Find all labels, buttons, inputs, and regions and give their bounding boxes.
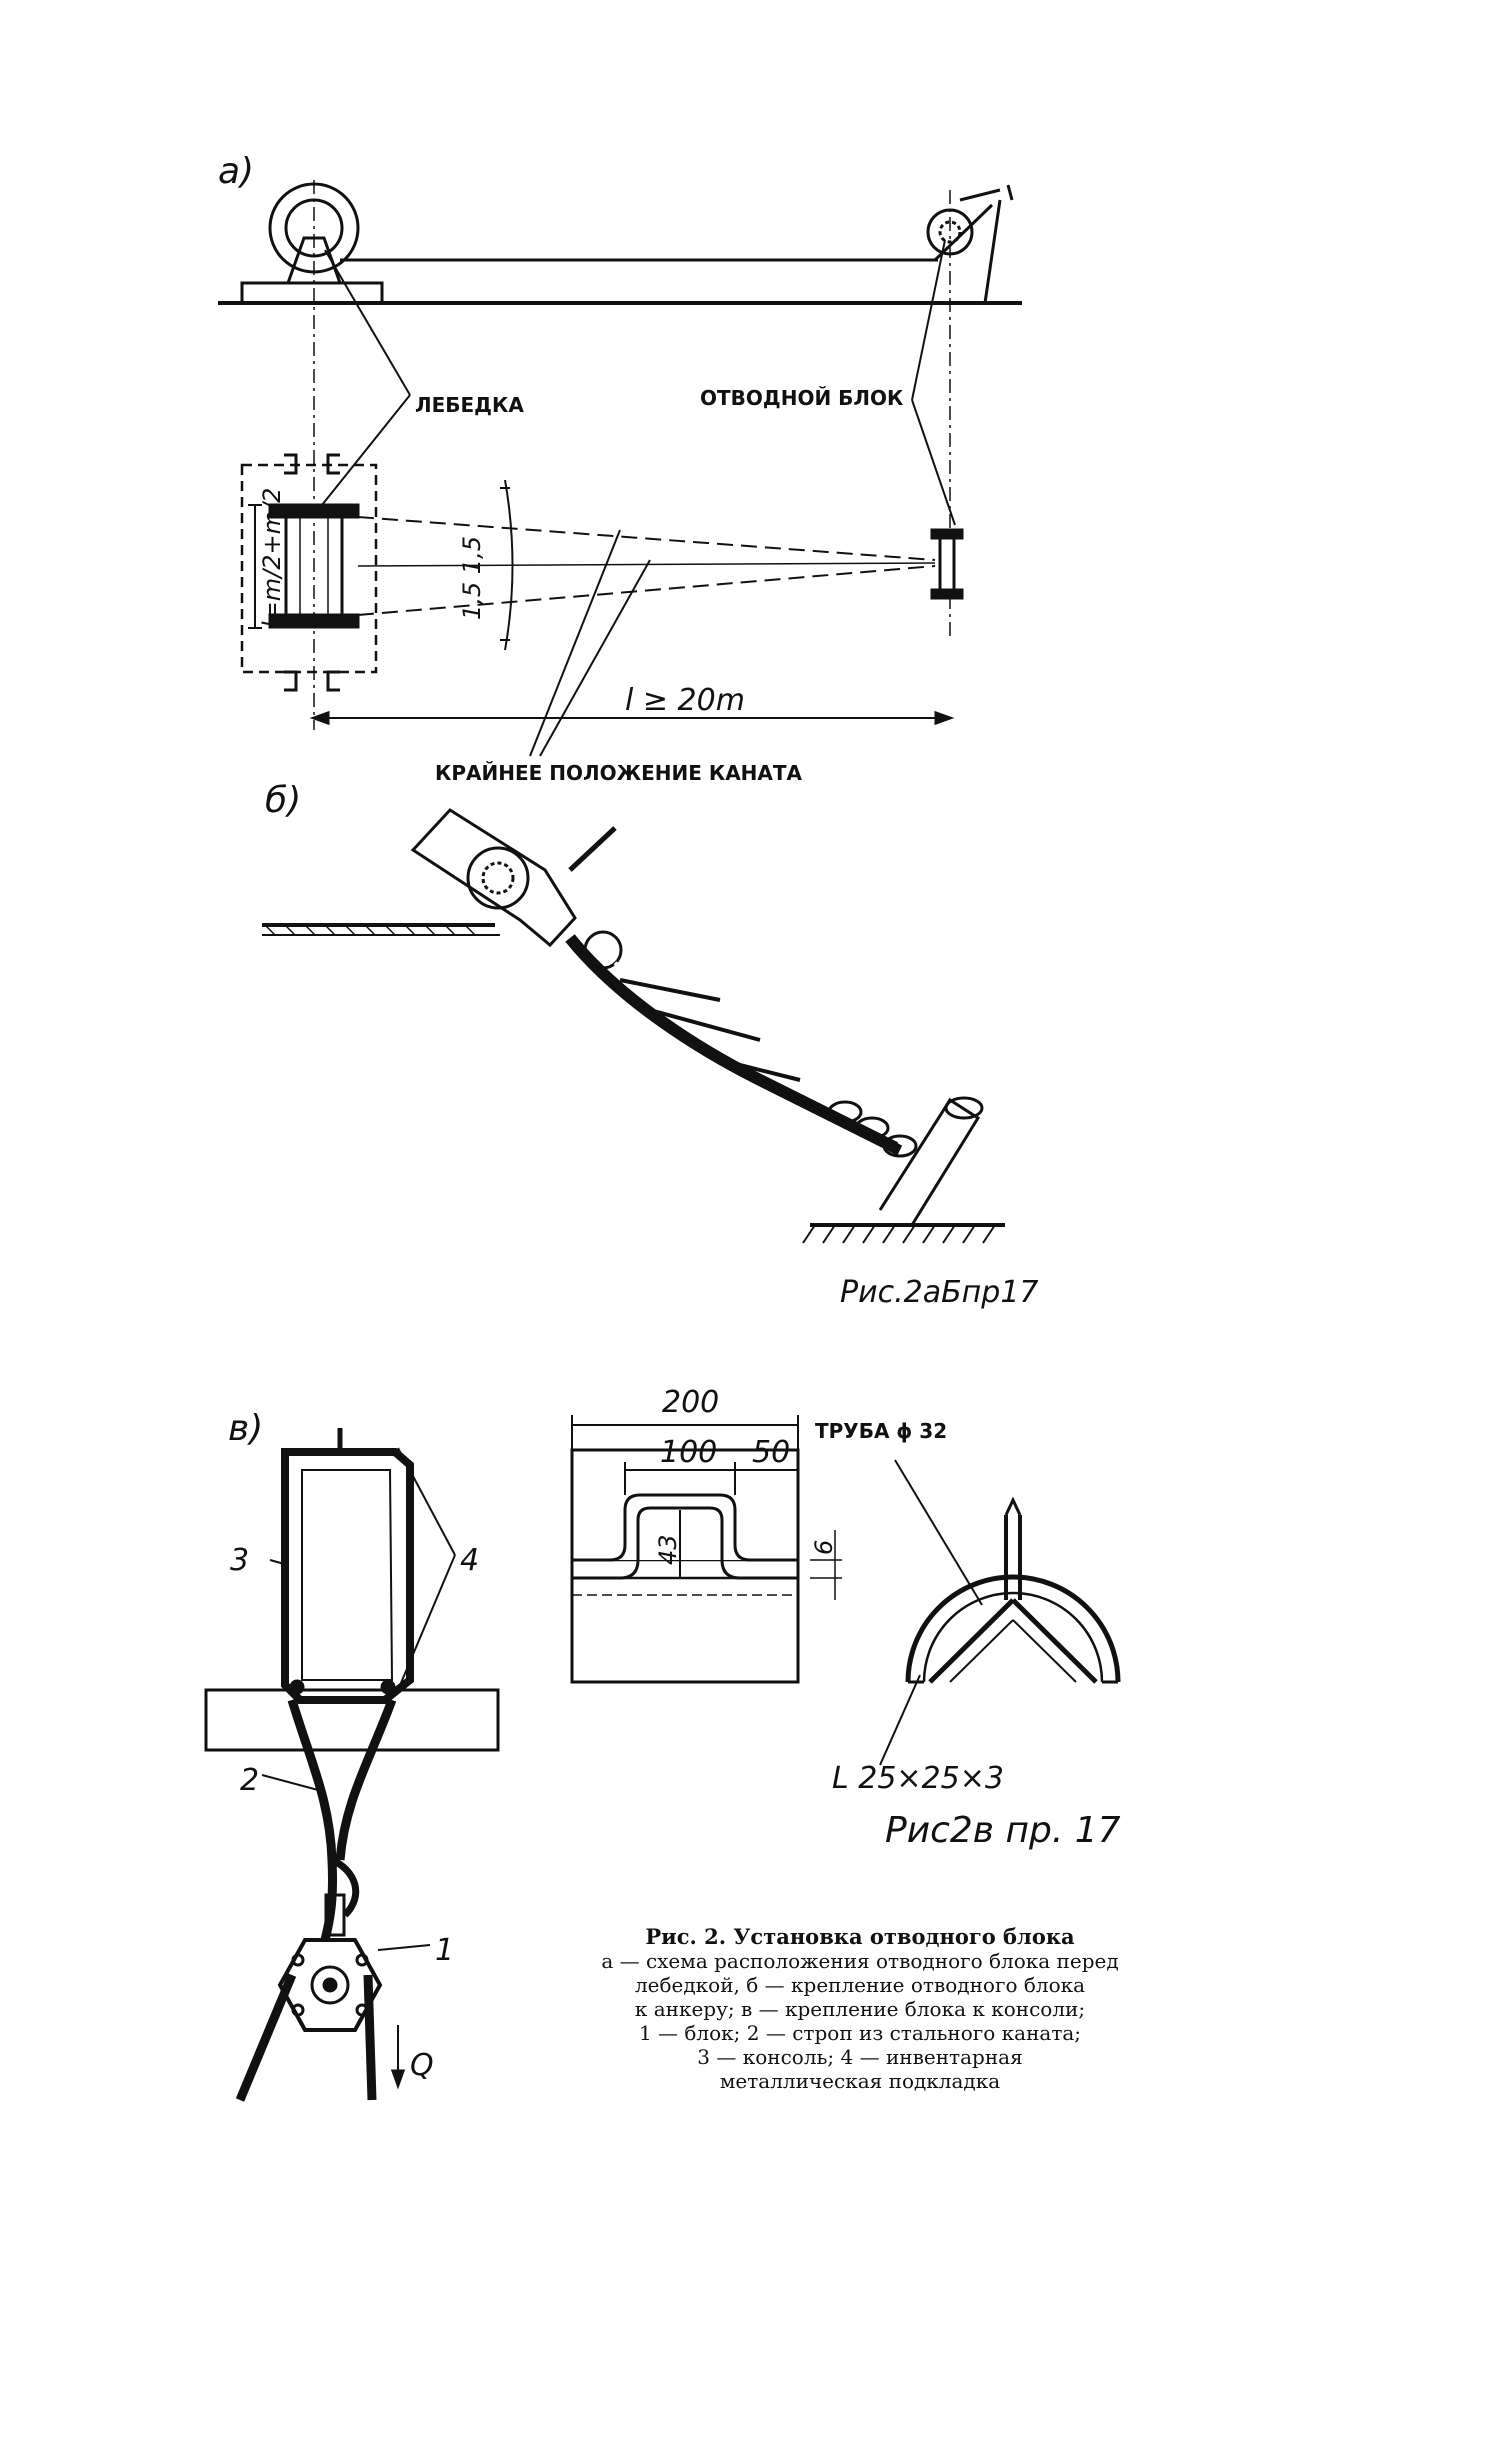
- fig-a-axes: [313, 180, 951, 730]
- fig-b-anchor-detail: [262, 808, 1005, 1244]
- caption-line: а — схема расположения отводного блока п…: [601, 1949, 1119, 1973]
- caption-line: 1 — блок; 2 — строп из стального каната;: [638, 2021, 1082, 2045]
- label-console-number: 3: [230, 1543, 249, 1578]
- caption-title: Рис. 2. Установка отводного блока: [645, 1924, 1075, 1949]
- fig-v-pad-profile: [570, 1415, 842, 1684]
- rope-extreme-label: КРАЙНЕЕ ПОЛОЖЕНИЕ КАНАТА: [435, 761, 803, 785]
- fig-v-console-detail: [204, 1428, 500, 2102]
- label-sling-number: 2: [240, 1763, 259, 1798]
- pipe-label: ТРУБА ϕ 32: [815, 1419, 947, 1443]
- fig-v-reference: Рис2в пр. 17: [885, 1810, 1121, 1851]
- dim-6: 6: [810, 1540, 838, 1555]
- drum-dimension: l=m/2+m/2: [258, 488, 286, 628]
- label-pad-number: 4: [460, 1543, 479, 1578]
- dim-100: 100: [660, 1435, 717, 1470]
- angle-steel-label: L 25×25×3: [832, 1761, 1004, 1796]
- dim-43: 43: [654, 1534, 682, 1565]
- caption-line: лебедкой, б — крепление отводного блока: [634, 1973, 1086, 1997]
- diverter-block-label: ОТВОДНОЙ БЛОК: [700, 386, 904, 410]
- fig-a-plan-view: [240, 239, 964, 757]
- figure-caption: Рис. 2. Установка отводного блока а — сх…: [500, 1924, 1220, 2094]
- winch-label: ЛЕБЕДКА: [415, 393, 524, 417]
- length-dimension: l ≥ 20m: [625, 683, 745, 718]
- dim-200: 200: [662, 1385, 719, 1420]
- fig-v-marker: в): [228, 1408, 263, 1449]
- caption-line: 3 — консоль; 4 — инвентарная: [697, 2045, 1023, 2069]
- fig-v-pipe-section: [879, 1459, 1121, 1766]
- load-label: Q: [410, 2048, 434, 2083]
- fig-b-reference: Рис.2аБпр17: [840, 1275, 1039, 1310]
- label-block-number: 1: [435, 1933, 454, 1968]
- angle-dimension: 1,5 1,5: [458, 536, 486, 620]
- fig-b-marker: б): [265, 780, 301, 821]
- dim-50: 50: [752, 1435, 790, 1470]
- caption-line: к анкеру; в — крепление блока к консоли;: [634, 1997, 1086, 2021]
- fig-a-side-view: [218, 182, 1022, 305]
- caption-line: металлическая подкладка: [719, 2069, 1001, 2093]
- fig-a-marker: а): [218, 151, 254, 192]
- text-labels: а) ЛЕБЕДКА ОТВОДНОЙ БЛОК l=m/2+m/2 1,5 1…: [218, 151, 1121, 2083]
